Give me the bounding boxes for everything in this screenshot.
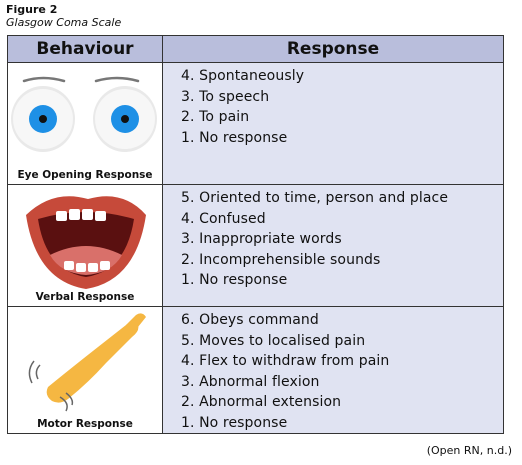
list-item: 4. Spontaneously xyxy=(181,68,305,84)
behaviour-label-motor: Motor Response xyxy=(37,418,133,430)
figure-label: Figure 2 xyxy=(6,3,58,16)
response-cell-verbal: 5. Oriented to time, person and place 4.… xyxy=(162,184,504,307)
mouth-icon xyxy=(26,196,146,289)
table-row-eye: Eye Opening Response 4. Spontaneously 3.… xyxy=(7,62,504,185)
arm-icon xyxy=(28,313,146,412)
header-behaviour: Behaviour xyxy=(7,35,163,63)
list-item: 3. To speech xyxy=(181,88,270,105)
eyes-icon xyxy=(11,76,157,152)
table-row-motor: Motor Response 6. Obeys command 5. Moves… xyxy=(7,306,504,434)
behaviour-cell-eye: Eye Opening Response xyxy=(7,62,163,185)
list-item: 1. No response xyxy=(181,414,288,431)
source-citation: (Open RN, n.d.) xyxy=(426,444,512,457)
table-header-row: Behaviour Response xyxy=(7,35,504,63)
list-item: 4. Flex to withdraw from pain xyxy=(181,353,390,369)
glasgow-coma-scale-table: Behaviour Response xyxy=(7,35,504,434)
behaviour-cell-verbal: Verbal Response xyxy=(7,184,163,307)
list-item: 2. To pain xyxy=(181,109,250,125)
list-item: 3. Abnormal flexion xyxy=(181,373,320,390)
list-item: 5. Oriented to time, person and place xyxy=(181,190,449,206)
figure-caption: Glasgow Coma Scale xyxy=(6,16,122,29)
list-item: 3. Inappropriate words xyxy=(181,231,342,247)
list-item: 1. No response xyxy=(181,129,288,146)
behaviour-label-eye: Eye Opening Response xyxy=(17,169,153,181)
list-item: 5. Moves to localised pain xyxy=(181,332,366,349)
response-list-eye: 4. Spontaneously 3. To speech 2. To pain… xyxy=(163,63,503,148)
response-list-verbal: 5. Oriented to time, person and place 4.… xyxy=(163,185,503,291)
table-row-verbal: Verbal Response 5. Oriented to time, per… xyxy=(7,184,504,307)
header-response: Response xyxy=(162,35,504,63)
response-list-motor: 6. Obeys command 5. Moves to localised p… xyxy=(163,307,503,433)
list-item: 6. Obeys command xyxy=(181,312,319,328)
response-cell-motor: 6. Obeys command 5. Moves to localised p… xyxy=(162,306,504,434)
behaviour-cell-motor: Motor Response xyxy=(7,306,163,434)
behaviour-label-verbal: Verbal Response xyxy=(35,291,135,303)
list-item: 1. No response xyxy=(181,272,288,288)
list-item: 2. Incomprehensible sounds xyxy=(181,251,381,268)
list-item: 4. Confused xyxy=(181,210,266,227)
response-cell-eye: 4. Spontaneously 3. To speech 2. To pain… xyxy=(162,62,504,185)
list-item: 2. Abnormal extension xyxy=(181,394,342,410)
